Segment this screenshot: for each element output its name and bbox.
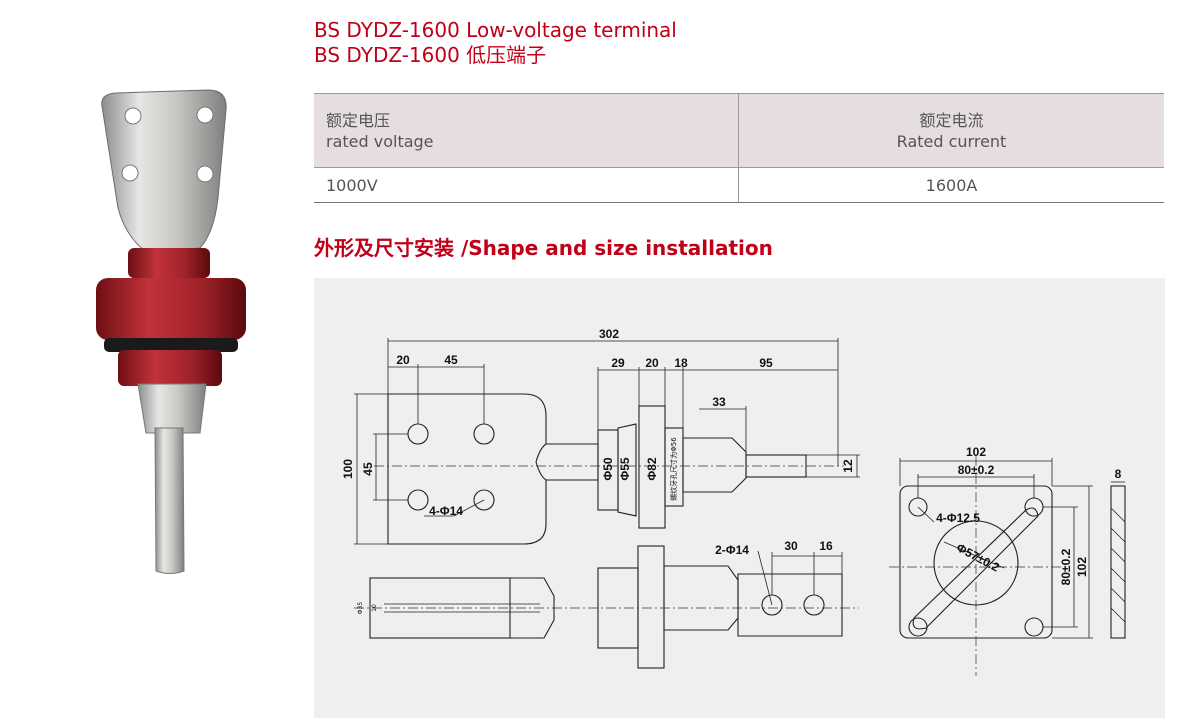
header-voltage-en: rated voltage xyxy=(326,131,434,151)
header-current-en: Rated current xyxy=(896,131,1007,151)
product-title-en: BS DYDZ-1600 Low-voltage terminal xyxy=(314,18,677,42)
dim-100: 100 xyxy=(341,459,355,479)
header-rated-voltage: 额定电压 rated voltage xyxy=(314,93,739,168)
dim-8: 8 xyxy=(1115,467,1122,481)
dim-4-phi12-5: 4-Φ12.5 xyxy=(936,511,980,525)
dim-small-35: Φ35 xyxy=(357,602,364,615)
dim-102a: 102 xyxy=(966,445,986,459)
dim-102b: 102 xyxy=(1075,557,1089,577)
dim-20a: 20 xyxy=(396,353,410,367)
front-view xyxy=(354,338,860,545)
header-current-cn: 额定电流 xyxy=(919,110,984,130)
bottom-view xyxy=(354,545,859,669)
dim-30: 30 xyxy=(784,539,798,553)
dim-16: 16 xyxy=(819,539,833,553)
value-rated-voltage: 1000V xyxy=(314,167,739,203)
dim-33: 33 xyxy=(712,395,726,409)
dim-95: 95 xyxy=(759,356,773,370)
dim-20b: 20 xyxy=(645,356,659,370)
dim-80b: 80±0.2 xyxy=(1059,548,1073,585)
dim-phi57: Φ57±0.2 xyxy=(954,540,1002,574)
header-voltage-cn: 额定电压 xyxy=(326,110,391,130)
product-photo xyxy=(96,89,246,574)
dim-302: 302 xyxy=(599,327,619,341)
dim-2-phi14: 2-Φ14 xyxy=(715,543,749,557)
dim-29: 29 xyxy=(611,356,625,370)
dim-phi82: Φ82 xyxy=(645,457,659,481)
technical-drawing: 302 20 45 29 20 18 95 33 100 45 4-Φ14 Φ5… xyxy=(314,278,1165,718)
table-row: 1000V 1600A xyxy=(314,167,1164,203)
dim-18: 18 xyxy=(674,356,688,370)
dim-12: 12 xyxy=(841,459,855,473)
value-rated-current: 1600A xyxy=(738,167,1164,203)
dim-45: 45 xyxy=(444,353,458,367)
flange-view xyxy=(889,456,1126,676)
table-header-row: 额定电压 rated voltage 额定电流 Rated current xyxy=(314,93,1164,168)
product-title: BS DYDZ-1600 Low-voltage terminal BS DYD… xyxy=(314,18,677,68)
dim-45v: 45 xyxy=(361,462,375,476)
header-rated-current: 额定电流 Rated current xyxy=(738,93,1164,168)
dim-phi50: Φ50 xyxy=(601,457,615,481)
dim-phi55: Φ55 xyxy=(618,457,632,481)
dim-note: 螺纹牙孔尺寸为Φ56 xyxy=(669,437,678,501)
product-title-cn: BS DYDZ-1600 低压端子 xyxy=(314,43,547,67)
dim-small-10: 10 xyxy=(371,604,378,612)
dim-4-phi14: 4-Φ14 xyxy=(429,504,463,518)
dim-80a: 80±0.2 xyxy=(958,463,995,477)
spec-table: 额定电压 rated voltage 额定电流 Rated current 10… xyxy=(314,93,1164,203)
section-title: 外形及尺寸安装 /Shape and size installation xyxy=(314,236,773,260)
